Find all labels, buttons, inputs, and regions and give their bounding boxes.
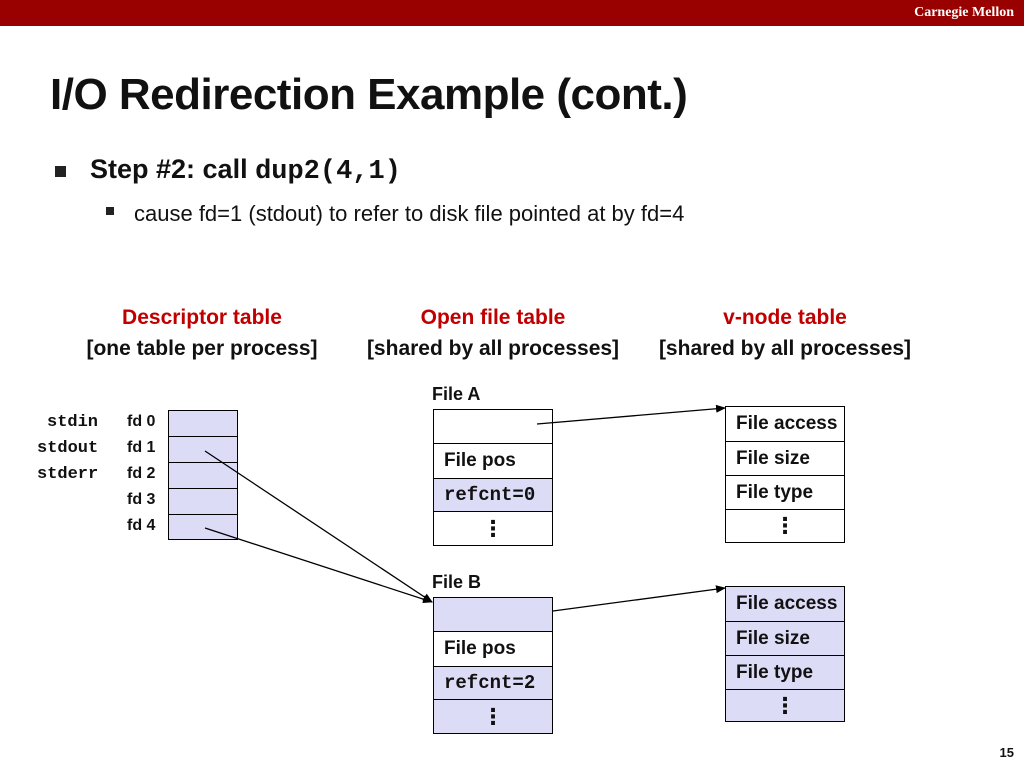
page-number: 15: [999, 745, 1014, 760]
vnode-b-size: File size: [736, 627, 810, 649]
vnode-b-access-cell: File access: [725, 586, 845, 622]
file-a-refcnt-cell: refcnt=0: [433, 478, 553, 512]
fd-label-3: fd 3: [127, 491, 156, 508]
descriptor-table-header: Descriptor table [one table per process]: [72, 302, 332, 364]
file-b-more-cell: ⋮: [433, 699, 553, 734]
file-b-label: File B: [432, 572, 482, 592]
vnode-b-more-cell: ⋮: [725, 689, 845, 722]
stream-label-stdin: stdin: [47, 413, 99, 432]
file-b-dots: ⋮: [482, 703, 504, 729]
slide-title: I/O Redirection Example (cont.): [50, 70, 688, 119]
vnode-a-more-cell: ⋮: [725, 509, 845, 543]
descriptor-table-subtitle: [one table per process]: [86, 337, 318, 360]
bullet-step2-text: Step #2: call: [90, 154, 256, 184]
vnode-b-type-cell: File type: [725, 655, 845, 690]
vnode-b-type: File type: [736, 661, 814, 683]
header-bar: Carnegie Mellon: [0, 0, 1024, 26]
stream-label-stdout: stdout: [37, 439, 99, 458]
vnode-b-size-cell: File size: [725, 621, 845, 656]
arrow-fileb-to-vnodeb: [552, 585, 726, 612]
open-file-table-header: Open file table [shared by all processes…: [358, 302, 628, 364]
file-b-refcnt-cell: refcnt=2: [433, 666, 553, 700]
vnode-b-access: File access: [736, 593, 838, 614]
sub-bullet-square-icon: [106, 207, 114, 215]
vnode-a-dots: ⋮: [774, 513, 796, 538]
arrow-fd4-to-fileb: [204, 527, 433, 604]
file-a-top-cell: [433, 409, 553, 444]
file-a-dots: ⋮: [482, 515, 504, 541]
vnode-a-access-cell: File access: [725, 406, 845, 442]
file-a-refcnt: refcnt=0: [444, 484, 536, 506]
fd-label-1: fd 1: [127, 439, 156, 456]
file-a-label: File A: [432, 384, 481, 404]
bullet-step2: Step #2: call dup2(4,1): [90, 154, 401, 187]
fd-label-0: fd 0: [127, 413, 156, 430]
vnode-a-type: File type: [736, 481, 814, 503]
bullet-step2-code: dup2(4,1): [255, 157, 401, 187]
sub-bullet-text: cause fd=1 (stdout) to refer to disk fil…: [134, 201, 685, 226]
vnode-a-size-cell: File size: [725, 441, 845, 476]
arrow-filea-to-vnodea: [536, 404, 726, 425]
arrow-fd1-to-fileb: [204, 450, 433, 603]
fd-label-4: fd 4: [127, 517, 156, 534]
file-a-more-cell: ⋮: [433, 511, 553, 546]
vnode-table-header: v-node table [shared by all processes]: [650, 302, 920, 364]
stream-label-stderr: stderr: [37, 465, 99, 484]
vnode-table-title: v-node table: [723, 306, 847, 329]
fd-cell-1: [168, 436, 238, 463]
open-file-table-title: Open file table: [420, 306, 566, 329]
brand-label: Carnegie Mellon: [914, 5, 1014, 20]
bullet-square-icon: [55, 166, 66, 177]
fd-label-2: fd 2: [127, 465, 156, 482]
file-b-refcnt: refcnt=2: [444, 672, 536, 694]
vnode-a-type-cell: File type: [725, 475, 845, 510]
open-file-table-subtitle: [shared by all processes]: [366, 337, 620, 360]
file-a-pos: File pos: [444, 450, 516, 471]
fd-cell-4: [168, 514, 238, 540]
descriptor-table-title: Descriptor table: [122, 306, 282, 329]
file-b-pos: File pos: [444, 638, 516, 659]
fd-cell-2: [168, 462, 238, 489]
vnode-a-access: File access: [736, 413, 838, 434]
file-b-pos-cell: File pos: [433, 631, 553, 667]
vnode-a-size: File size: [736, 447, 810, 469]
vnode-table-subtitle: [shared by all processes]: [658, 337, 912, 360]
vnode-b-dots: ⋮: [774, 692, 796, 718]
